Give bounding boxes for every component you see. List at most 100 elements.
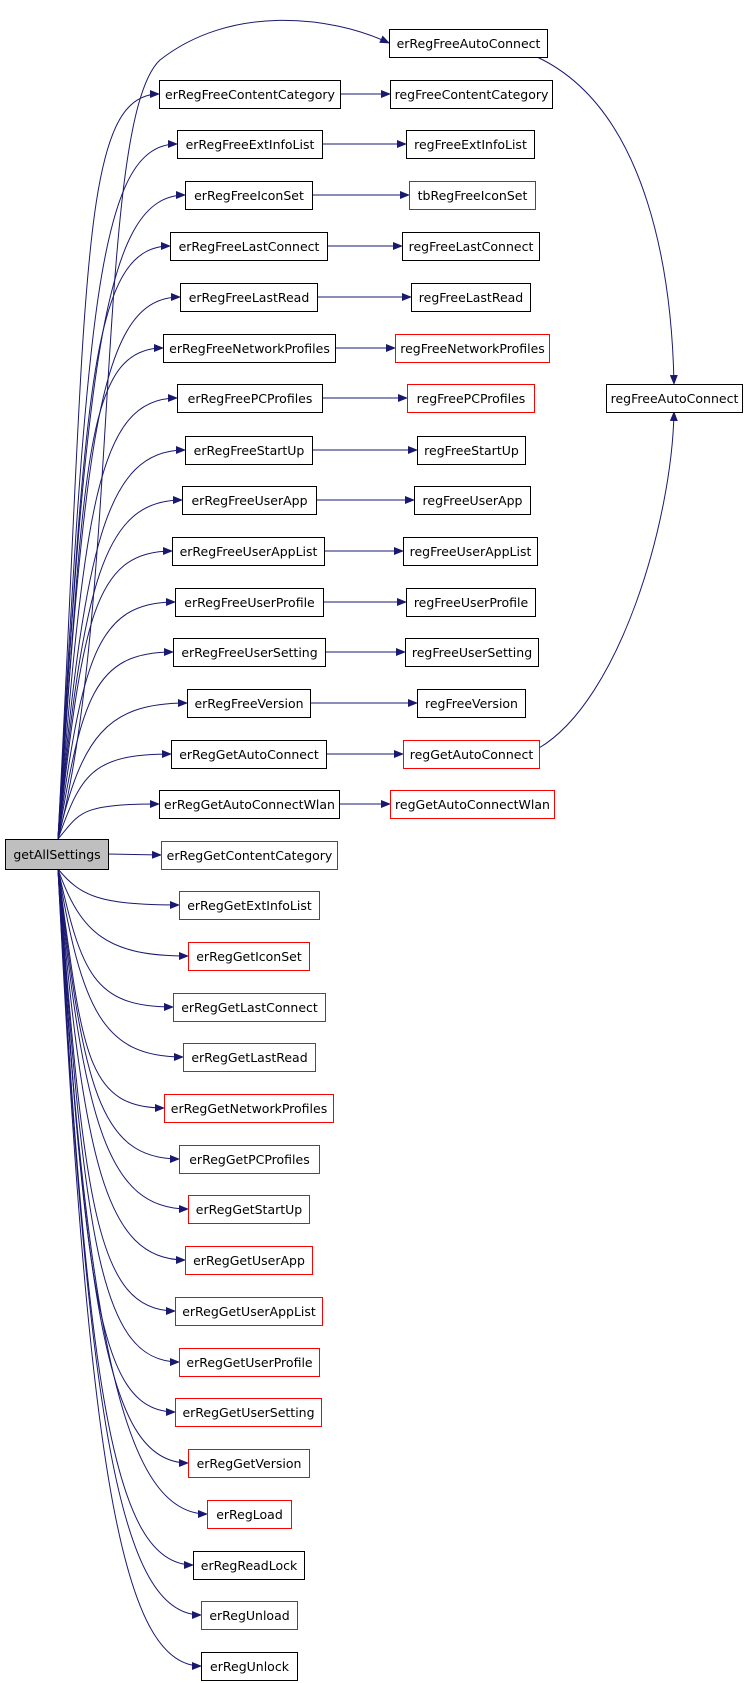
edge-get-all-settings-to-er-reg-free-user-app-list [57,547,173,840]
node-er-reg-get-icon-set[interactable]: erRegGetIconSet [188,942,310,971]
node-label: regFreeLastRead [419,290,523,305]
node-box [188,942,310,971]
node-er-reg-free-auto-connect[interactable]: erRegFreeAutoConnect [389,29,548,58]
node-box [606,384,743,413]
node-er-reg-free-last-read[interactable]: erRegFreeLastRead [180,283,318,312]
node-er-reg-free-start-up[interactable]: erRegFreeStartUp [185,436,313,465]
edge-get-all-settings-to-er-reg-get-last-connect [57,868,174,1011]
node-box [183,1043,316,1072]
node-reg-get-auto-connect[interactable]: regGetAutoConnect [403,740,540,769]
edge-get-all-settings-to-er-reg-get-content-category [107,850,162,859]
node-reg-free-last-connect[interactable]: regFreeLastConnect [402,232,540,261]
node-er-reg-get-ext-info-list[interactable]: erRegGetExtInfoList [179,891,320,920]
node-er-reg-read-lock[interactable]: erRegReadLock [193,1551,305,1580]
node-label: regFreeUserApp [423,493,523,508]
node-box [177,384,323,413]
edge-get-all-settings-to-er-reg-get-user-profile [57,868,180,1366]
node-er-reg-get-user-app[interactable]: erRegGetUserApp [185,1246,313,1275]
node-er-reg-get-pc-profiles[interactable]: erRegGetPCProfiles [179,1145,320,1174]
node-box [188,1449,310,1478]
node-er-reg-get-version[interactable]: erRegGetVersion [188,1449,310,1478]
node-er-reg-get-last-read[interactable]: erRegGetLastRead [183,1043,316,1072]
node-box [164,1094,334,1123]
node-label: erRegFreeUserApp [191,493,307,508]
node-er-reg-get-network-profiles[interactable]: erRegGetNetworkProfiles [164,1094,334,1123]
node-label: erRegGetAutoConnectWlan [164,797,335,812]
node-label: erRegFreeUserAppList [180,544,318,559]
node-er-reg-free-ext-info-list[interactable]: erRegFreeExtInfoList [177,130,323,159]
node-box [179,1348,320,1377]
node-er-reg-free-network-profiles[interactable]: erRegFreeNetworkProfiles [163,334,336,363]
node-label: erRegLoad [216,1507,283,1522]
node-reg-free-user-profile[interactable]: regFreeUserProfile [406,588,536,617]
node-er-reg-unlock[interactable]: erRegUnlock [201,1652,298,1681]
node-box [177,130,323,159]
node-reg-free-last-read[interactable]: regFreeLastRead [411,283,531,312]
node-box [201,1652,298,1681]
node-reg-get-auto-connect-wlan[interactable]: regGetAutoConnectWlan [390,790,555,819]
node-box [185,1246,313,1275]
edge-get-all-settings-to-er-reg-free-user-profile [57,598,176,840]
node-er-reg-free-version[interactable]: erRegFreeVersion [187,689,311,718]
node-reg-free-user-app-list[interactable]: regFreeUserAppList [403,537,538,566]
node-er-reg-get-auto-connect-wlan[interactable]: erRegGetAutoConnectWlan [159,790,340,819]
node-box [403,537,538,566]
node-label: getAllSettings [13,847,100,862]
node-box [389,29,548,58]
edge-get-all-settings-to-er-reg-free-auto-connect [57,19,390,840]
node-tb-reg-free-icon-set[interactable]: tbRegFreeIconSet [409,181,536,210]
node-er-reg-get-last-connect[interactable]: erRegGetLastConnect [173,993,326,1022]
node-box [159,80,341,109]
node-reg-free-network-profiles[interactable]: regFreeNetworkProfiles [395,334,550,363]
edge-get-all-settings-to-er-reg-get-pc-profiles [57,868,180,1163]
node-er-reg-free-pc-profiles[interactable]: erRegFreePCProfiles [177,384,323,413]
node-label: erRegFreeUserSetting [181,645,317,660]
node-er-reg-free-user-setting[interactable]: erRegFreeUserSetting [173,638,326,667]
node-reg-free-ext-info-list[interactable]: regFreeExtInfoList [406,130,535,159]
node-get-all-settings[interactable]: getAllSettings [5,839,109,870]
node-box [175,1297,323,1326]
node-er-reg-get-auto-connect[interactable]: erRegGetAutoConnect [171,740,327,769]
node-box [405,638,539,667]
node-er-reg-free-last-connect[interactable]: erRegFreeLastConnect [170,232,328,261]
node-er-reg-load[interactable]: erRegLoad [207,1500,292,1529]
node-box [182,486,317,515]
node-box [180,283,318,312]
node-label: erRegReadLock [201,1558,298,1573]
node-er-reg-free-content-category[interactable]: erRegFreeContentCategory [159,80,341,109]
node-er-reg-get-user-setting[interactable]: erRegGetUserSetting [175,1398,322,1427]
node-label: erRegFreeLastConnect [179,239,320,254]
node-reg-free-auto-connect[interactable]: regFreeAutoConnect [606,384,743,413]
node-box [414,486,531,515]
node-box [163,334,336,363]
node-reg-free-user-setting[interactable]: regFreeUserSetting [405,638,539,667]
node-label: erRegGetLastConnect [181,1000,318,1015]
edge-get-all-settings-to-er-reg-get-auto-connect [57,750,172,840]
node-er-reg-free-user-profile[interactable]: erRegFreeUserProfile [175,588,324,617]
node-reg-free-version[interactable]: regFreeVersion [417,689,526,718]
node-er-reg-free-icon-set[interactable]: erRegFreeIconSet [185,181,313,210]
node-box [185,436,313,465]
node-er-reg-get-start-up[interactable]: erRegGetStartUp [188,1195,310,1224]
node-label: erRegGetUserApp [193,1253,305,1268]
edge-get-all-settings-to-er-reg-free-user-setting [57,648,174,840]
node-reg-free-pc-profiles[interactable]: regFreePCProfiles [407,384,535,413]
node-er-reg-get-content-category[interactable]: erRegGetContentCategory [161,841,338,870]
node-er-reg-free-user-app[interactable]: erRegFreeUserApp [182,486,317,515]
edge-get-all-settings-to-er-reg-free-ext-info-list [57,140,178,840]
node-reg-free-start-up[interactable]: regFreeStartUp [417,436,526,465]
node-reg-free-content-category[interactable]: regFreeContentCategory [390,80,553,109]
node-reg-free-user-app[interactable]: regFreeUserApp [414,486,531,515]
node-box [179,1145,320,1174]
node-er-reg-get-user-app-list[interactable]: erRegGetUserAppList [175,1297,323,1326]
node-er-reg-unload[interactable]: erRegUnload [201,1601,298,1630]
node-box [170,232,328,261]
node-er-reg-get-user-profile[interactable]: erRegGetUserProfile [179,1348,320,1377]
node-label: erRegGetUserProfile [186,1355,313,1370]
node-label: erRegGetUserSetting [182,1405,314,1420]
node-box [402,232,540,261]
node-box [409,181,536,210]
node-label: erRegUnload [209,1608,289,1623]
node-er-reg-free-user-app-list[interactable]: erRegFreeUserAppList [172,537,325,566]
